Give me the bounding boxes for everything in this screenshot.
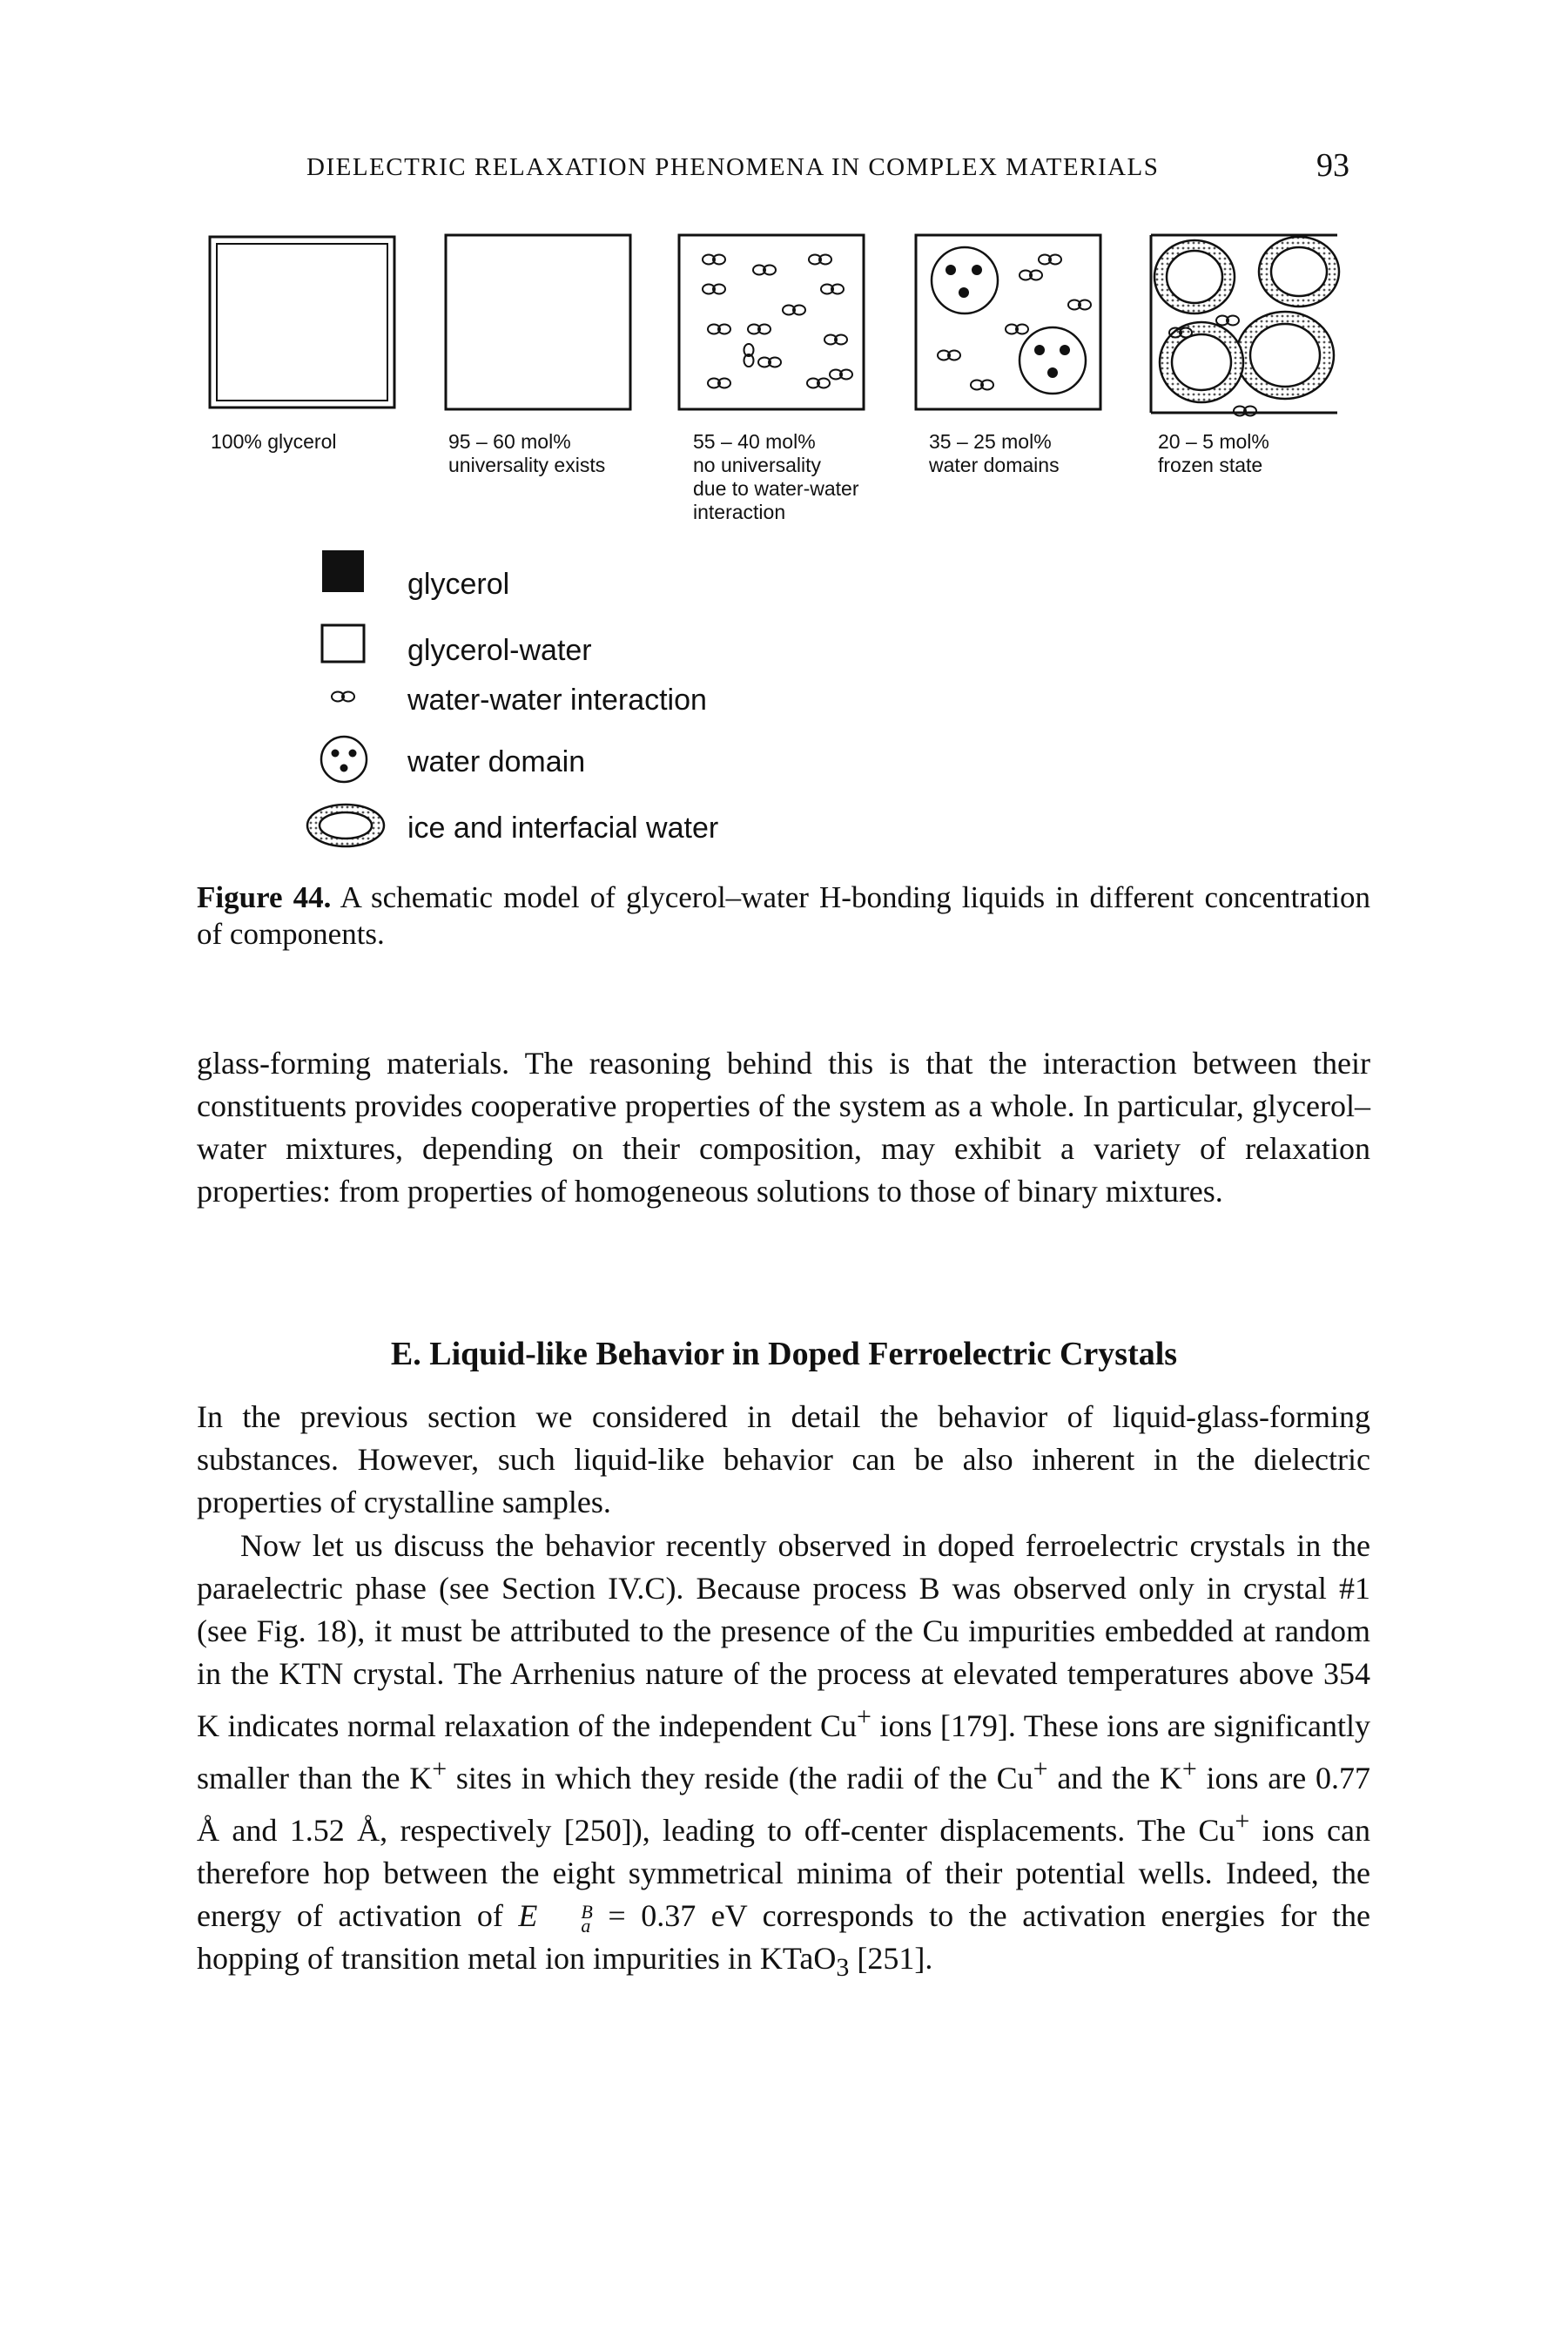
ice-ring-icon xyxy=(306,803,386,848)
legend-label-glycerol-water: glycerol-water xyxy=(407,634,592,667)
legend-label-water-domain: water domain xyxy=(407,745,586,778)
running-title: DIELECTRIC RELAXATION PHENOMENA IN COMPL… xyxy=(306,153,1160,181)
legend-label-water-water: water-water interaction xyxy=(407,684,707,717)
panel-glycerol-water xyxy=(444,233,632,411)
section-heading: E. Liquid-like Behavior in Doped Ferroel… xyxy=(390,1336,1178,1372)
legend-label-ice: ice and interfacial water xyxy=(407,812,719,845)
filled-square-icon xyxy=(322,550,364,592)
figure-caption: Figure 44. A schematic model of glycerol… xyxy=(197,879,1370,953)
figure-schematic xyxy=(208,233,1341,848)
body-paragraph-3: Now let us discuss the behavior recently… xyxy=(197,1528,1371,1983)
panel-100-glycerol xyxy=(208,235,396,409)
caption-label: Figure 44. xyxy=(197,880,332,914)
body-paragraph-1: glass-forming materials. The reasoning b… xyxy=(197,1046,1370,1209)
caption-text: A schematic model of glycerol–water H-bo… xyxy=(197,880,1370,951)
page-number: 93 xyxy=(1316,147,1349,184)
water-domain-icon xyxy=(320,735,368,784)
panel-label-2: 95 – 60 mol% universality exists xyxy=(448,430,606,476)
panel-water-water xyxy=(677,233,865,411)
panel-label-3: 55 – 40 mol% no universality due to wate… xyxy=(693,430,859,523)
activation-energy-symbol: E xyxy=(518,1898,538,1933)
legend-label-glycerol: glycerol xyxy=(407,568,510,601)
panel-label-1: 100% glycerol xyxy=(211,430,337,453)
infinity-pair-icon xyxy=(331,690,355,703)
open-square-icon xyxy=(320,623,366,664)
figure-44: 100% glycerol 95 – 60 mol% universality … xyxy=(0,0,1568,871)
panel-label-4: 35 – 25 mol% water domains xyxy=(929,430,1060,476)
body-paragraph-2: In the previous section we considered in… xyxy=(197,1399,1370,1519)
panel-water-domains xyxy=(914,233,1102,411)
panel-frozen-state xyxy=(1149,233,1341,417)
panel-label-5: 20 – 5 mol% frozen state xyxy=(1158,430,1269,476)
